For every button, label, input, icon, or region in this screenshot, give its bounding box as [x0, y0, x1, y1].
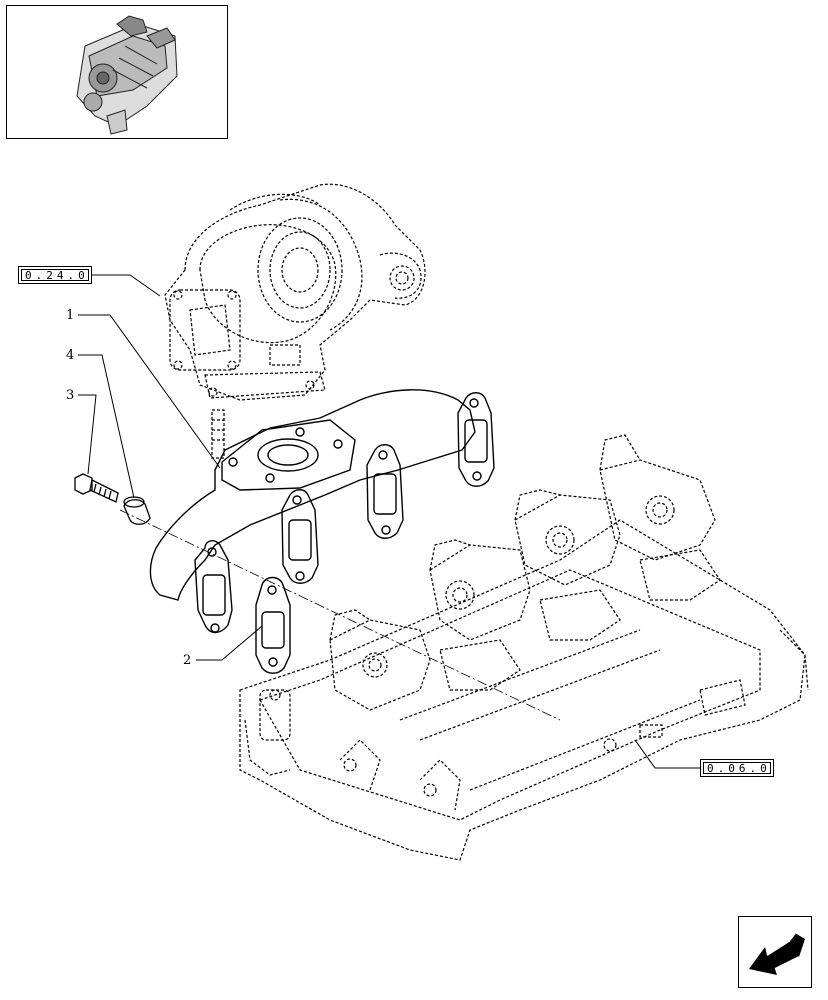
ref-box-0-06-0[interactable]: 0.06.0 [700, 759, 774, 777]
engine-thumbnail-icon [76, 15, 178, 135]
leader-1 [78, 314, 221, 469]
engine-thumbnail[interactable] [6, 5, 228, 139]
leader-ref-0-06-0 [634, 739, 700, 769]
ref-box-0-24-0[interactable]: 0.24.0 [18, 266, 92, 284]
leader-ref-0-24-0 [85, 274, 161, 297]
leader-lines [78, 274, 700, 769]
callout-2[interactable]: 2 [183, 653, 191, 668]
gasket [255, 576, 291, 674]
turbocharger-outline [164, 183, 426, 401]
leader-3 [78, 394, 97, 475]
assembly-axis-line [119, 509, 561, 721]
leader-2 [196, 625, 263, 661]
cylinder-head-outline [239, 434, 809, 861]
back-navigation-button[interactable] [738, 916, 812, 988]
leader-4 [78, 354, 135, 499]
spacer [123, 496, 151, 525]
callout-1[interactable]: 1 [66, 308, 74, 323]
callout-4[interactable]: 4 [66, 348, 74, 363]
arrow-back-icon [749, 932, 805, 975]
stud-outline [211, 409, 225, 459]
exhaust-manifold [149, 389, 495, 634]
bolt [74, 473, 119, 503]
callout-3[interactable]: 3 [66, 388, 74, 403]
